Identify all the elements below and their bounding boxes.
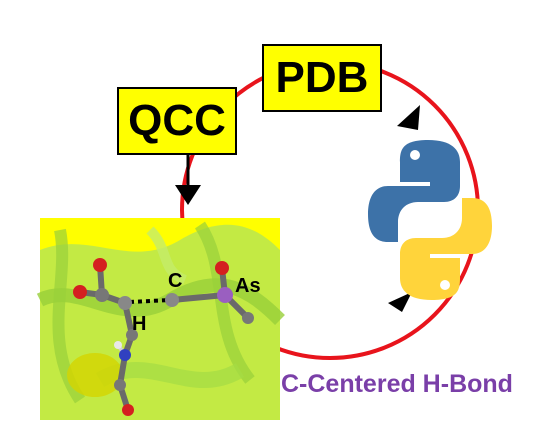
protein-structure-image: [36, 218, 285, 420]
qcc-arrowhead-icon: [175, 185, 201, 205]
qcc-label: QCC: [117, 87, 237, 155]
python-arrowhead-icon: [388, 292, 412, 312]
pdb-arrowhead-icon: [397, 105, 420, 130]
python-logo-icon: [368, 140, 492, 300]
caption-text: C-Centered H-Bond: [281, 370, 513, 398]
pdb-label: PDB: [262, 44, 382, 112]
